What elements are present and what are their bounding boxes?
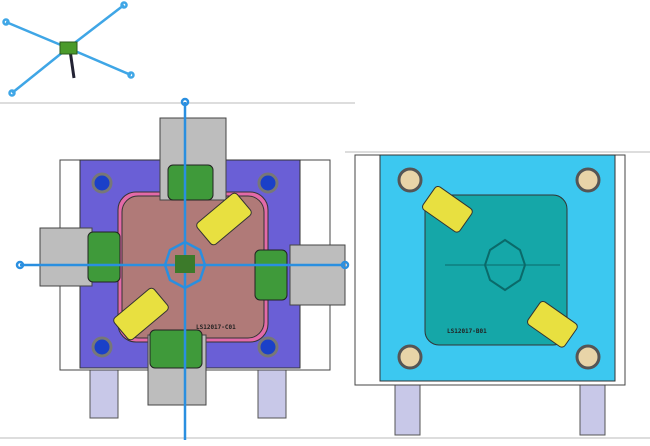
support-leg: [89, 369, 119, 419]
lifter: [527, 300, 578, 348]
right-mold: LS12017-B01: [354, 154, 626, 436]
sprue-thumbnail: [68, 49, 76, 79]
lifter: [196, 192, 252, 246]
support-leg: [257, 369, 287, 419]
hub-thumbnail: [59, 41, 78, 55]
core-insert: [424, 194, 568, 346]
slider-left: [87, 231, 121, 283]
support-leg: [394, 382, 421, 436]
sprue-hub: [175, 255, 195, 273]
slider-right: [254, 249, 288, 301]
left-mold-label: LS12017-C01: [196, 324, 236, 331]
slider-top: [167, 164, 214, 201]
lifter: [113, 287, 169, 341]
left-mold: LS12017-C01: [15, 97, 350, 440]
slide-right: [289, 244, 346, 306]
lifter: [422, 185, 473, 233]
slide-left: [39, 227, 93, 287]
slider-bottom: [149, 329, 203, 369]
runner-thumbnail: [2, 1, 135, 97]
cavity-shape: [483, 238, 527, 292]
support-leg: [579, 382, 606, 436]
right-mold-label: LS12017-B01: [447, 328, 487, 335]
